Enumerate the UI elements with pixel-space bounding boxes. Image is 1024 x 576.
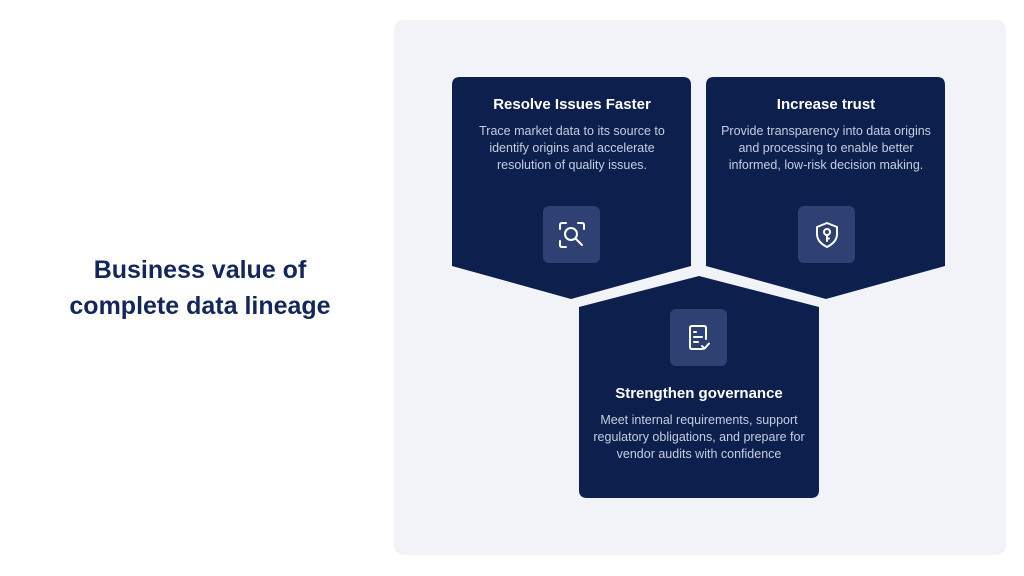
page-title-line-2: complete data lineage — [69, 292, 331, 320]
card-resolve: Resolve Issues Faster Trace market data … — [462, 95, 682, 174]
page-title: Business value of complete data lineage — [40, 252, 360, 324]
card-governance: Strengthen governance Meet internal requ… — [589, 384, 809, 463]
card-resolve-title: Resolve Issues Faster — [493, 96, 651, 113]
card-trust-description: Provide transparency into data origins a… — [721, 124, 931, 172]
shield-key-icon — [798, 206, 855, 263]
card-resolve-description: Trace market data to its source to ident… — [479, 124, 665, 172]
page-title-line-1: Business value of — [93, 256, 307, 284]
card-governance-description: Meet internal requirements, support regu… — [593, 413, 805, 461]
document-check-icon — [670, 309, 727, 366]
card-governance-title: Strengthen governance — [615, 385, 783, 402]
card-governance-shape — [579, 276, 819, 498]
card-trust: Increase trust Provide transparency into… — [716, 95, 936, 174]
search-scan-icon — [543, 206, 600, 263]
card-trust-title: Increase trust — [776, 96, 876, 113]
card-trust-shape — [706, 77, 945, 299]
card-resolve-shape — [452, 77, 691, 299]
